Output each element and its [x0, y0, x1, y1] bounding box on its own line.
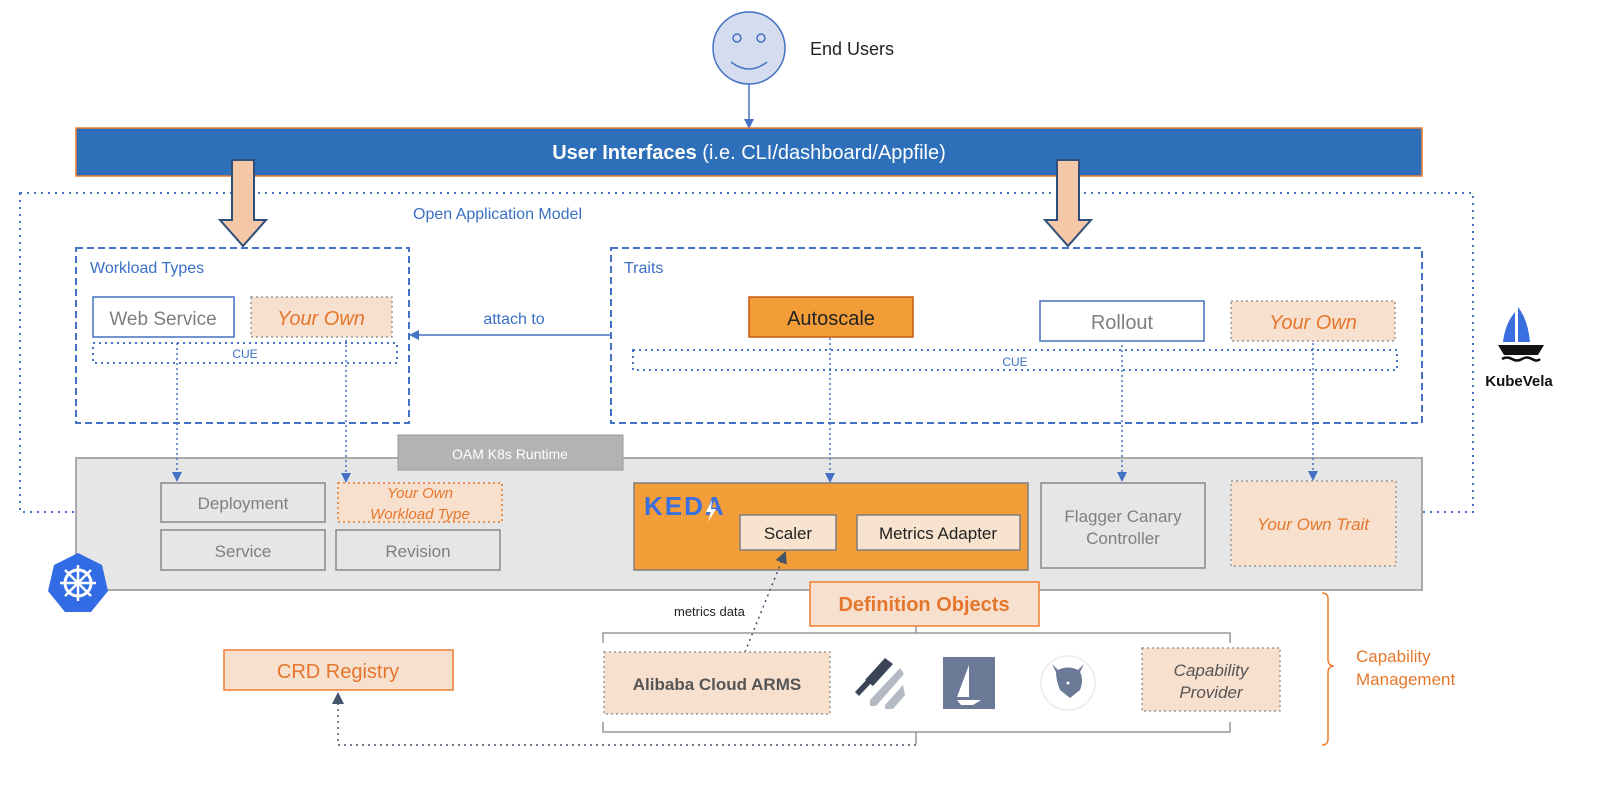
runtime-tab-label: OAM K8s Runtime — [452, 446, 568, 462]
metrics-adapter-label: Metrics Adapter — [879, 524, 997, 543]
metrics-adapter-box — [856, 514, 1021, 551]
alibaba-arms-box — [603, 651, 831, 715]
your-own-workload-type-line1: Your Own — [387, 485, 453, 502]
providers-top-bracket — [602, 626, 1231, 643]
rollout-label: Rollout — [1091, 312, 1154, 334]
cue-box-workloads — [92, 342, 398, 364]
smiley-face-icon — [712, 11, 786, 85]
your-own-trait-label: Your Own — [1269, 312, 1357, 334]
user-interfaces-title: User Interfaces — [552, 142, 697, 164]
web-service-label: Web Service — [109, 309, 216, 330]
your-own-trait-runtime-label: Your Own Trait — [1257, 515, 1370, 534]
capability-provider-box — [1141, 647, 1281, 712]
flagger-line2: Controller — [1086, 529, 1160, 548]
keda-logo: KEDA — [644, 491, 726, 522]
definition-objects-label: Definition Objects — [838, 594, 1009, 616]
crd-registry-box — [223, 649, 454, 691]
your-own-workload-type-box — [337, 482, 503, 523]
definition-objects-box — [809, 581, 1040, 627]
opa-viking-icon — [1040, 655, 1096, 711]
capability-provider-line2: Provider — [1179, 683, 1244, 702]
revision-label: Revision — [385, 542, 450, 561]
traits-title: Traits — [624, 260, 663, 277]
your-own-workload-type-line2: Workload Type — [370, 506, 470, 523]
flagger-line1: Flagger Canary — [1064, 507, 1182, 526]
down-arrow-traits — [1042, 159, 1094, 248]
your-own-workload-box — [250, 296, 393, 338]
capability-management-line2: Management — [1356, 670, 1456, 689]
deployment-box — [160, 482, 326, 523]
registry-arrow — [332, 692, 916, 746]
crd-registry-label: CRD Registry — [277, 661, 399, 683]
autoscale-box — [748, 296, 914, 338]
istio-sail-icon — [943, 657, 995, 709]
kubevela-label: KubeVela — [1485, 373, 1553, 390]
web-service-box — [92, 296, 235, 338]
svg-text:KEDA: KEDA — [644, 491, 726, 521]
user-interfaces-subtitle: (i.e. CLI/dashboard/Appfile) — [697, 142, 946, 164]
oam-k8s-runtime: OAM K8s Runtime Deployment Your Own Work… — [75, 434, 1423, 591]
capability-provider-line1: Capability — [1174, 661, 1250, 680]
cue-label-traits: CUE — [1002, 355, 1027, 369]
workload-types-title: Workload Types — [90, 260, 204, 277]
user-interfaces-bar: User Interfaces (i.e. CLI/dashboard/Appf… — [75, 127, 1423, 177]
traits-panel: Traits Autoscale Rollout Your Own CUE — [610, 247, 1423, 424]
autoscale-label: Autoscale — [787, 308, 875, 330]
cue-box-traits — [632, 349, 1398, 371]
alibaba-arms-label: Alibaba Cloud ARMS — [633, 675, 801, 694]
rollout-box — [1039, 300, 1205, 342]
kubevela-logo: KubeVela — [1485, 307, 1553, 390]
attach-to-label: attach to — [483, 311, 544, 328]
service-box — [160, 529, 326, 571]
your-own-trait-box — [1230, 300, 1396, 342]
deployment-label: Deployment — [198, 494, 289, 513]
end-users-label: End Users — [810, 39, 894, 59]
flagger-box — [1040, 482, 1206, 569]
workload-types-panel: Workload Types Web Service Your Own CUE — [75, 247, 410, 424]
down-arrow-workloads — [217, 159, 269, 248]
end-users: End Users — [712, 11, 894, 85]
your-own-trait-runtime-box — [1230, 480, 1397, 567]
scaler-box — [739, 514, 837, 551]
providers-bottom-bracket — [602, 722, 1231, 744]
cue-label-workloads: CUE — [232, 347, 257, 361]
capability-management-bracket — [1321, 592, 1335, 746]
kubernetes-logo-icon — [48, 553, 108, 612]
revision-box — [335, 529, 501, 571]
service-label: Service — [215, 542, 272, 561]
scaler-label: Scaler — [764, 524, 813, 543]
svg-text:User Interfaces (i.e. CLI/dash: User Interfaces (i.e. CLI/dashboard/Appf… — [552, 142, 946, 164]
oam-label: Open Application Model — [413, 206, 582, 223]
runtime-tab — [397, 434, 624, 471]
capability-management-line1: Capability — [1356, 647, 1431, 666]
mapping-arrows — [172, 338, 1318, 483]
prometheus-like-logo-icon — [855, 658, 905, 709]
your-own-workload-label: Your Own — [277, 308, 365, 330]
metrics-data-label: metrics data — [674, 604, 746, 619]
